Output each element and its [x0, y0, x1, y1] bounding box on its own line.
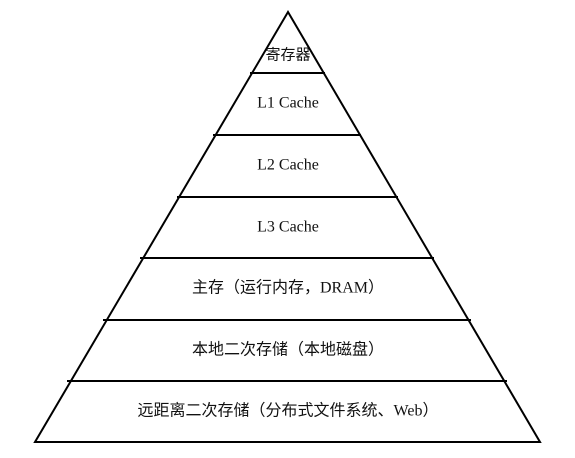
pyramid-outline: [33, 10, 542, 443]
level-l3-cache: L3 Cache: [257, 219, 319, 236]
level-local-storage: 本地二次存储（本地磁盘）: [192, 340, 384, 359]
level-registers: 寄存器: [265, 45, 310, 63]
level-remote-storage: 远距离二次存储（分布式文件系统、Web）: [138, 402, 439, 420]
level-l2-cache: L2 Cache: [257, 157, 319, 174]
level-l1-cache: L1 Cache: [257, 95, 319, 112]
level-main-memory: 主存（运行内存，DRAM）: [192, 279, 384, 297]
